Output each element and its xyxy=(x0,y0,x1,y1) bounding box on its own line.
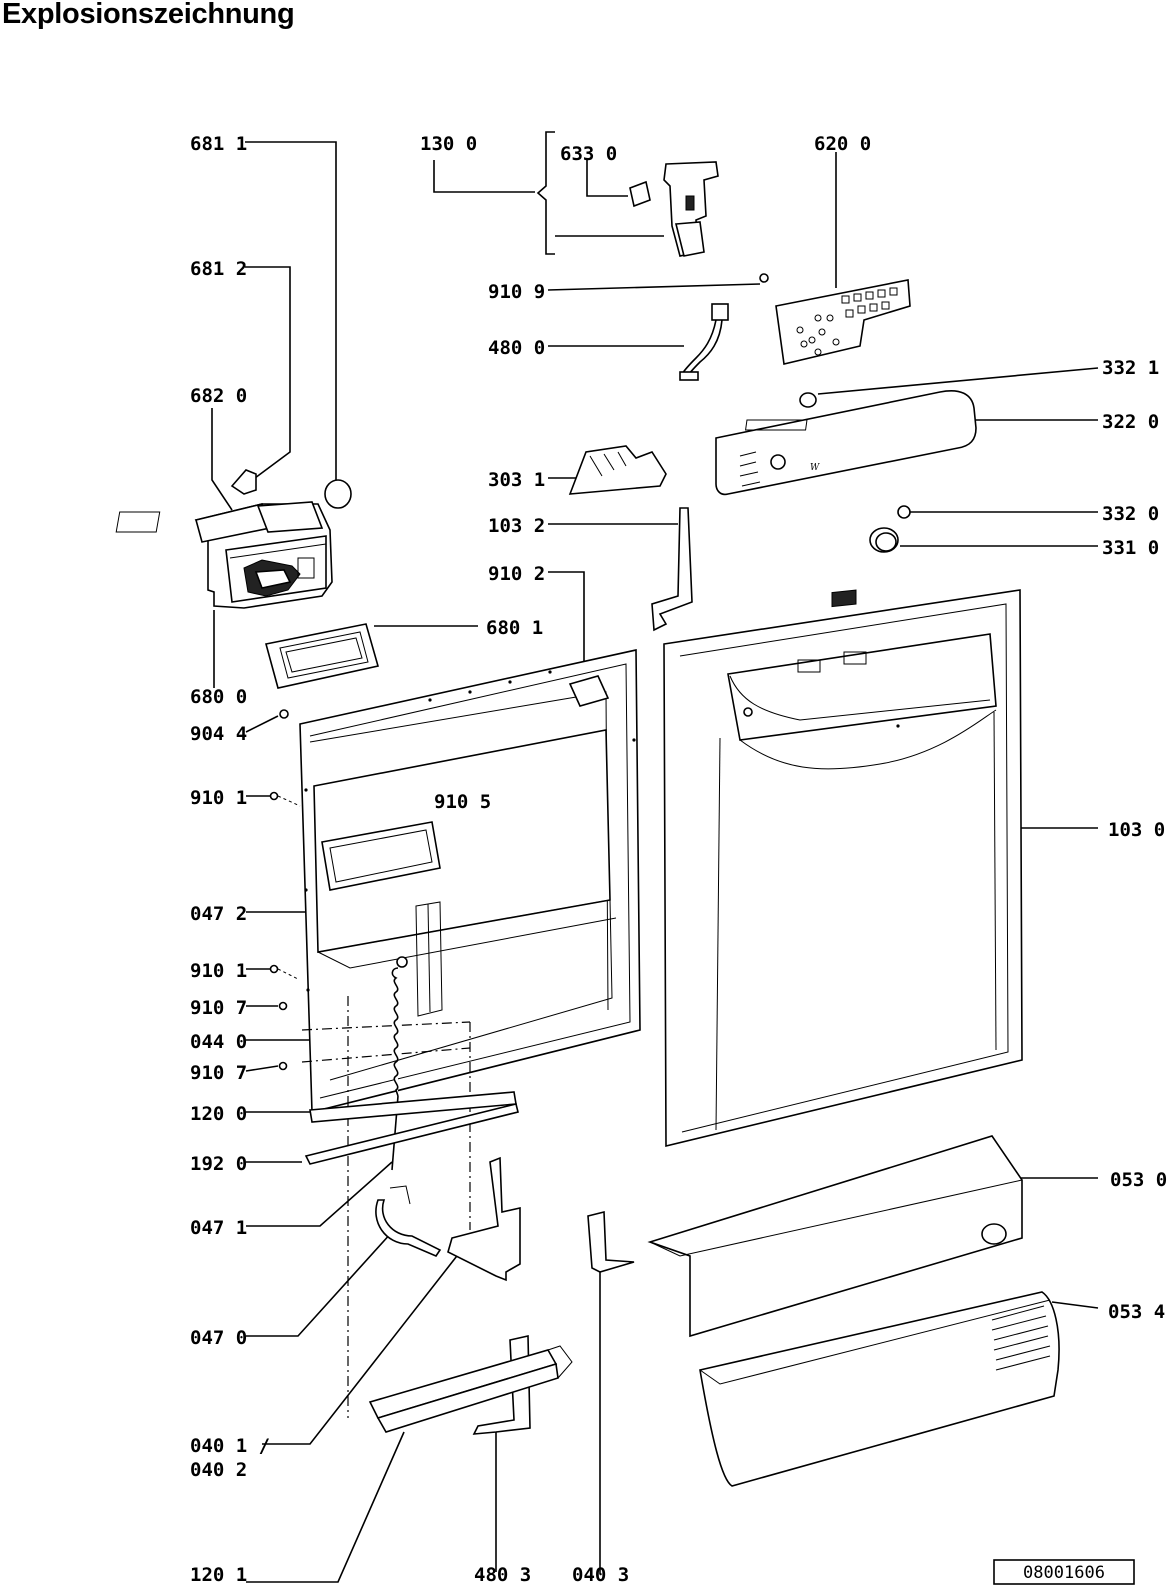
label-120-1: 120 1 xyxy=(190,1564,247,1586)
part-192-0-rail xyxy=(304,1103,519,1165)
part-047-1-hook xyxy=(375,1199,442,1257)
page-title: Explosionszeichnung xyxy=(2,0,295,30)
label-680-0: 680 0 xyxy=(190,686,247,708)
inner-door-panel xyxy=(299,649,641,1418)
part-053-4-kickplate xyxy=(699,1291,1060,1487)
drawing-code: 08001606 xyxy=(1023,1563,1105,1583)
label-332-0: 332 0 xyxy=(1102,503,1159,525)
label-910-5: 910 5 xyxy=(434,791,491,813)
svg-text:W: W xyxy=(810,463,820,473)
part-303-1-handle xyxy=(568,445,667,495)
part-322-0-fascia: W xyxy=(715,390,977,496)
part-680-0-dispenser xyxy=(115,501,333,609)
label-103-0: 103 0 xyxy=(1108,819,1165,841)
part-103-0-outer-door xyxy=(663,589,1023,1148)
label-910-7-lower: 910 7 xyxy=(190,1062,247,1084)
label-480-3: 480 3 xyxy=(474,1564,531,1586)
label-681-2: 681 2 xyxy=(190,258,247,280)
label-040-3: 040 3 xyxy=(572,1564,629,1586)
label-192-0: 192 0 xyxy=(190,1153,247,1175)
label-910-7: 910 7 xyxy=(190,997,247,1019)
label-904-4: 904 4 xyxy=(190,723,247,745)
label-332-1: 332 1 xyxy=(1102,357,1159,379)
label-910-1: 910 1 xyxy=(190,787,247,809)
label-681-1: 681 1 xyxy=(190,133,247,155)
part-040-1-hinge xyxy=(447,1156,521,1282)
label-047-2: 047 2 xyxy=(190,903,247,925)
label-480-0: 480 0 xyxy=(488,337,545,359)
part-130-0-latch xyxy=(629,161,719,257)
label-620-0: 620 0 xyxy=(814,133,871,155)
part-040-3-bracket xyxy=(587,1210,635,1273)
part-480-0-harness xyxy=(679,303,729,381)
label-103-2: 103 2 xyxy=(488,515,545,537)
part-053-0-base-panel xyxy=(647,1135,1023,1338)
part-680-1-gasket xyxy=(265,623,380,689)
label-910-1-lower: 910 1 xyxy=(190,960,247,982)
part-331-0-knob xyxy=(869,527,899,553)
label-680-1: 680 1 xyxy=(486,617,543,639)
part-332-1-button xyxy=(799,392,817,408)
label-044-0: 044 0 xyxy=(190,1031,247,1053)
label-120-0: 120 0 xyxy=(190,1103,247,1125)
label-682-0: 682 0 xyxy=(190,385,247,407)
part-681-2-clip xyxy=(230,469,257,495)
part-910-2-bracket xyxy=(568,675,610,707)
part-620-0-pcb xyxy=(775,279,911,365)
part-labels: 681 1 681 2 682 0 680 0 904 4 910 1 047 … xyxy=(190,133,1167,1586)
label-053-4: 053 4 xyxy=(1108,1301,1165,1323)
label-633-0: 633 0 xyxy=(560,143,617,165)
label-040-2: 040 2 xyxy=(190,1459,247,1481)
label-053-0: 053 0 xyxy=(1110,1169,1167,1191)
part-681-1-plug xyxy=(324,479,352,509)
label-040-1: 040 1 / xyxy=(190,1435,270,1457)
label-130-0: 130 0 xyxy=(420,133,477,155)
drawing-code-box: 08001606 xyxy=(993,1559,1135,1585)
part-120-1-lower-strip xyxy=(368,1345,573,1433)
label-047-0: 047 0 xyxy=(190,1327,247,1349)
label-047-1: 047 1 xyxy=(190,1217,247,1239)
label-303-1: 303 1 xyxy=(488,469,545,491)
label-322-0: 322 0 xyxy=(1102,411,1159,433)
label-910-9: 910 9 xyxy=(488,281,545,303)
label-910-2: 910 2 xyxy=(488,563,545,585)
part-103-2-bracket xyxy=(651,507,693,632)
part-332-0-nut xyxy=(897,505,911,519)
label-331-0: 331 0 xyxy=(1102,537,1159,559)
